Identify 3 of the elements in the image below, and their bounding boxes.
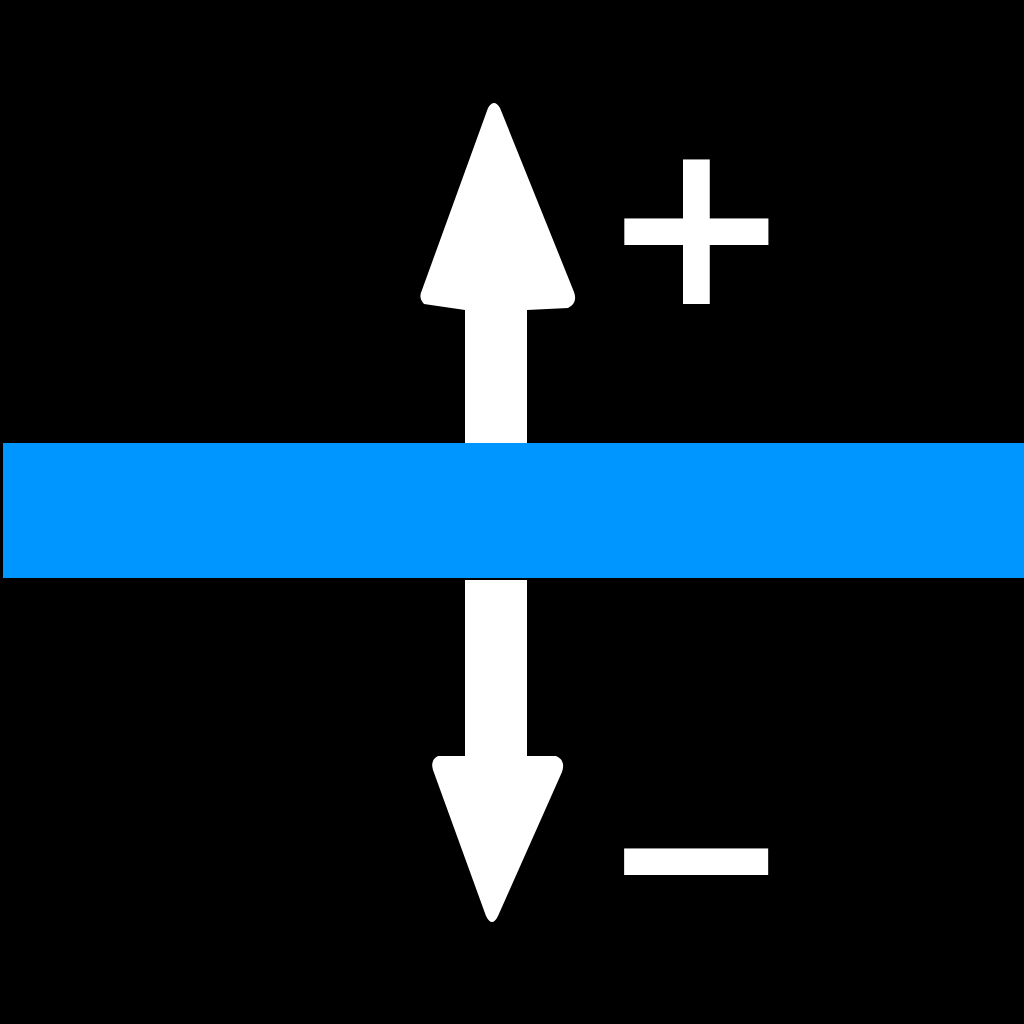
plus-sign: + <box>600 110 793 340</box>
horizontal-bar <box>3 443 1024 578</box>
minus-sign: − <box>600 740 793 970</box>
